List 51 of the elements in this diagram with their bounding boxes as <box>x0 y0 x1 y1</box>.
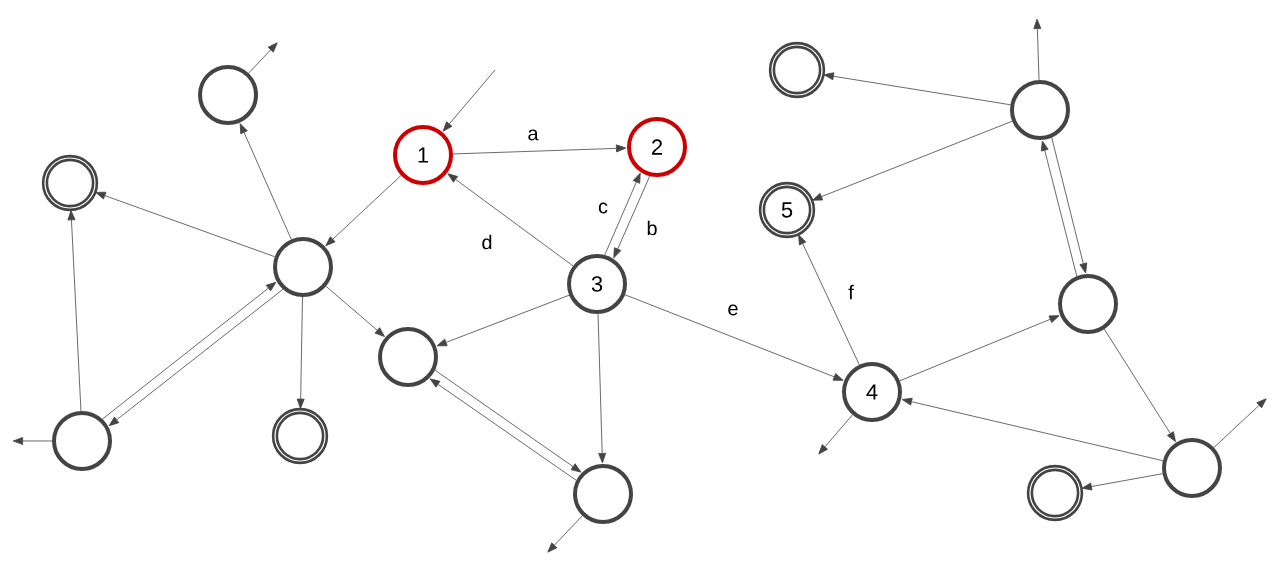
arrow <box>442 69 496 132</box>
double-circle <box>271 407 329 465</box>
arrow <box>899 315 1060 382</box>
edge-label: e <box>726 303 740 317</box>
arrow <box>452 144 627 155</box>
state-circle <box>1010 80 1070 140</box>
arrow <box>812 120 1013 201</box>
edge-label: c <box>597 201 609 215</box>
edge-label: a <box>526 128 540 142</box>
arrow <box>597 313 607 464</box>
state-circle <box>573 464 633 524</box>
arrow <box>823 72 1011 106</box>
arrow <box>624 294 844 381</box>
arrow <box>613 175 651 259</box>
arrow <box>1213 398 1267 448</box>
arrow <box>818 414 853 455</box>
arrow <box>325 285 385 337</box>
double-circle <box>768 41 826 99</box>
arrow <box>1033 18 1042 81</box>
arrow <box>1051 137 1088 274</box>
edge-label: b <box>645 219 659 237</box>
state-circle <box>198 65 258 125</box>
arrow <box>67 210 82 412</box>
arrow <box>604 172 641 256</box>
state-circle <box>1058 274 1118 334</box>
state-circle <box>273 237 333 297</box>
arrow <box>429 378 577 481</box>
arrow <box>239 123 292 240</box>
arrow <box>1103 328 1176 442</box>
arrow <box>1081 473 1163 491</box>
arrow <box>296 296 305 409</box>
arrow <box>447 173 574 267</box>
arrow <box>102 281 277 420</box>
edge-label: d <box>480 233 494 251</box>
arrow <box>248 42 278 74</box>
arrow <box>547 515 583 553</box>
double-circle <box>41 154 99 212</box>
arrow <box>108 288 284 427</box>
arrow <box>798 234 860 366</box>
state-circle <box>1162 438 1222 498</box>
arrow <box>1040 140 1078 277</box>
arrow <box>325 175 402 247</box>
edge-label: f <box>847 283 855 301</box>
state-circle <box>52 411 112 471</box>
state-circle <box>378 327 438 387</box>
arrow <box>436 294 570 347</box>
double-circle <box>1026 464 1084 522</box>
arrow <box>95 191 276 258</box>
arrow <box>12 437 53 445</box>
arrow <box>901 397 1164 462</box>
arrow <box>434 369 582 473</box>
